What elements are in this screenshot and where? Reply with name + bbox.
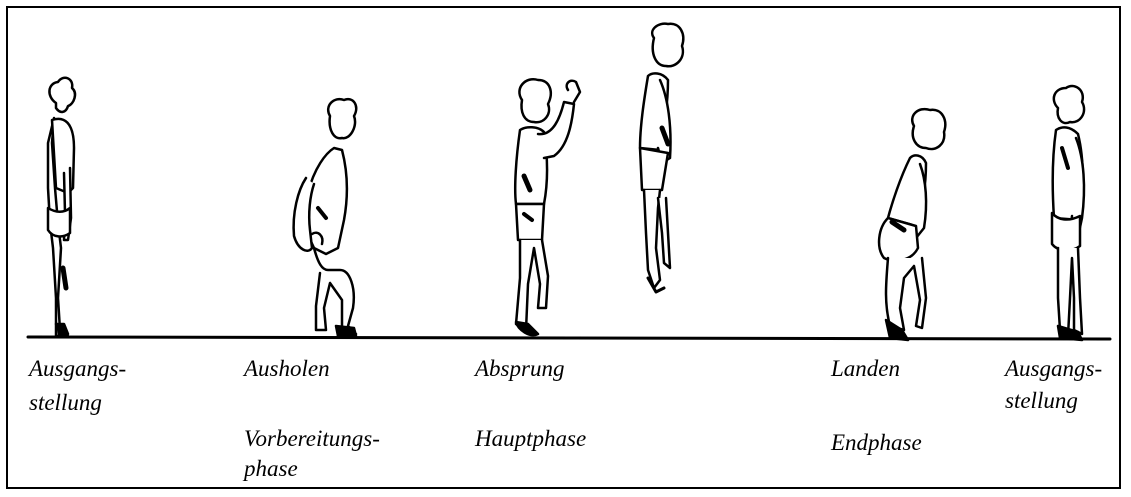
crouching-figure <box>294 99 357 336</box>
ground-line <box>28 337 1110 339</box>
label-start-name-line2: stellung <box>29 390 102 415</box>
label-start-name-line1: Ausgangs- <box>29 356 126 381</box>
label-vorbereitungsphase-line1: Vorbereitungs- <box>244 426 380 451</box>
label-endphase: Endphase <box>831 430 922 455</box>
jump-sequence-illustration <box>8 8 1123 491</box>
label-absprung: Absprung <box>475 356 564 381</box>
label-end-name-line2: stellung <box>1005 388 1078 413</box>
label-hauptphase: Hauptphase <box>475 426 586 451</box>
takeoff-figure <box>515 79 580 335</box>
standing-figure-start <box>48 78 75 336</box>
label-vorbereitungsphase-line2: phase <box>244 456 298 481</box>
landing-figure <box>879 109 945 340</box>
label-ausholen: Ausholen <box>244 356 330 381</box>
standing-figure-end <box>1052 86 1084 340</box>
label-landen: Landen <box>831 356 900 381</box>
label-end-name-line1: Ausgangs- <box>1005 356 1102 381</box>
diagram-frame: Ausgangs- stellung Ausholen Vorbereitung… <box>6 6 1121 489</box>
airborne-figure <box>640 24 683 292</box>
